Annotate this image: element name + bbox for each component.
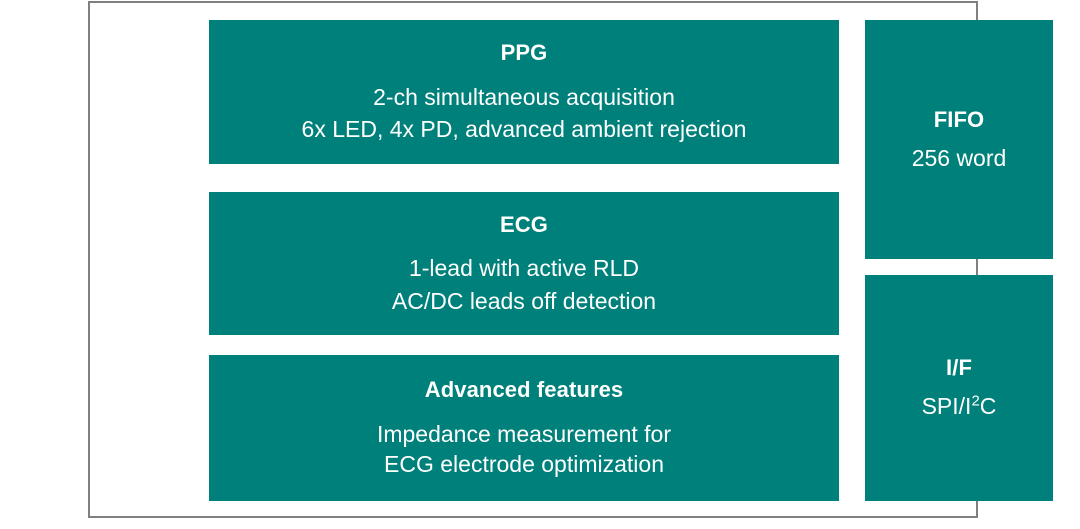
block-interface-protocol-prefix: SPI/I [921, 393, 972, 420]
block-fifo[interactable]: FIFO 256 word [865, 20, 1053, 259]
block-interface-line-1: SPI/I2C [922, 392, 997, 421]
block-advanced-features-line-2: ECG electrode optimization [384, 451, 664, 478]
block-fifo-title: FIFO [933, 106, 985, 132]
block-advanced-features-title: Advanced features [424, 377, 624, 403]
block-ppg[interactable]: PPG 2-ch simultaneous acquisition 6x LED… [209, 20, 839, 164]
block-ecg-title: ECG [500, 211, 548, 237]
block-advanced-features-line-1: Impedance measurement for [376, 420, 672, 447]
block-ecg[interactable]: ECG 1-lead with active RLD AC/DC leads o… [209, 192, 839, 335]
diagram-outer-frame: PPG 2-ch simultaneous acquisition 6x LED… [88, 1, 1053, 518]
block-ppg-line-1: 2-ch simultaneous acquisition [373, 83, 675, 110]
block-fifo-line-1: 256 word [911, 144, 1007, 171]
block-ppg-line-2: 6x LED, 4x PD, advanced ambient rejectio… [301, 116, 747, 143]
block-ppg-title: PPG [500, 40, 548, 66]
block-interface[interactable]: I/F SPI/I2C [865, 275, 1053, 501]
block-advanced-features[interactable]: Advanced features Impedance measurement … [209, 355, 839, 501]
block-interface-protocol-superscript: 2 [971, 392, 980, 410]
block-ecg-line-1: 1-lead with active RLD [408, 255, 640, 282]
block-ecg-line-2: AC/DC leads off detection [391, 287, 657, 314]
block-interface-title: I/F [946, 355, 972, 381]
block-interface-protocol-suffix: C [979, 393, 997, 420]
